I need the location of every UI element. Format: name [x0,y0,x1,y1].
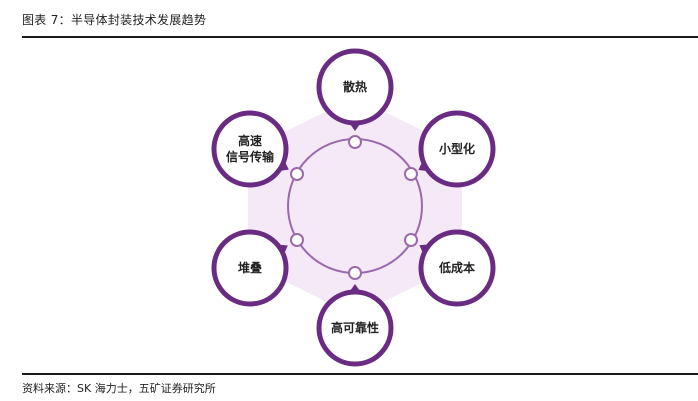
figure-title: 图表 7：半导体封装技术发展趋势 [22,13,207,27]
connector-dot-small [404,167,418,181]
node-label-stack: 堆叠 [238,260,262,275]
node-pointer-reliability [350,284,360,291]
connector-dot-lowcost [404,233,418,247]
connector-dot-reliability [348,266,362,280]
node-circle-heat [316,48,394,126]
source-note: 资料来源：SK 海力士，五矿证券研究所 [22,382,216,395]
connector-dot-heat [348,135,362,149]
node-label-lowcost: 低成本 [438,260,475,275]
bottom-rule [22,373,698,375]
connector-dots [290,135,418,280]
node-circle-lowcost [418,229,496,307]
node-label-signal-2: 信号传输 [226,149,275,164]
connector-dot-stack [290,233,304,247]
node-circle-stack [211,229,289,307]
node-circle-reliability [316,289,394,367]
hexagon-background [248,97,462,316]
top-rule [22,36,698,38]
node-label-signal-1: 高速 [238,133,262,148]
node-label-heat: 散热 [343,79,367,94]
node-circle-small [418,110,496,188]
node-label-small: 小型化 [439,141,475,156]
node-label-reliability: 高可靠性 [331,320,379,335]
connector-dot-signal [290,167,304,181]
node-pointer-heat [350,124,360,131]
node-circle-signal [211,110,289,188]
